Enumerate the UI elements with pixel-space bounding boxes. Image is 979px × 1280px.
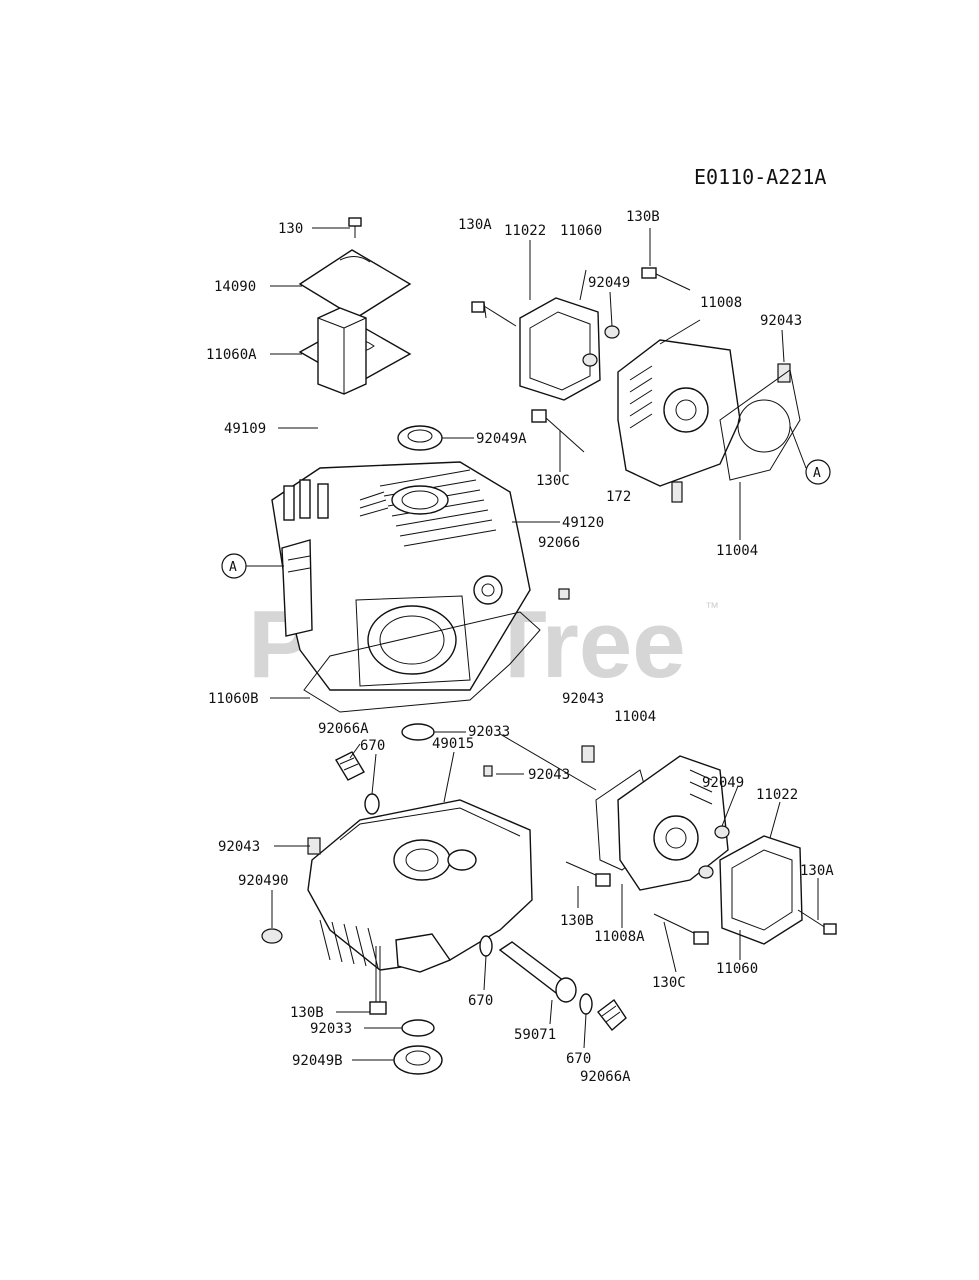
seal-92049-top-a bbox=[604, 325, 620, 339]
label-670-top: 670 bbox=[360, 738, 385, 754]
label-92066a-top: 92066A bbox=[318, 721, 369, 737]
label-92049a: 92049A bbox=[476, 431, 527, 447]
label-11004-center: 11004 bbox=[614, 709, 656, 725]
label-11060-top: 11060 bbox=[560, 223, 602, 239]
drain-plug-92066a-bottom bbox=[597, 998, 627, 1032]
rocker-cover-11022-top bbox=[519, 297, 601, 401]
label-130c-bottom: 130C bbox=[652, 975, 686, 991]
seal-92049-right-a bbox=[714, 825, 730, 839]
label-130: 130 bbox=[278, 221, 303, 237]
seal-92049-top-b bbox=[582, 353, 598, 367]
label-11060a: 11060A bbox=[206, 347, 257, 363]
label-130a-top: 130A bbox=[458, 217, 492, 233]
part-labels: 130 14090 11060A 49109 92049A 49120 9206… bbox=[206, 209, 834, 1085]
label-92043-mid: 92043 bbox=[528, 767, 570, 783]
label-59071: 59071 bbox=[514, 1027, 556, 1043]
label-130c-top: 130C bbox=[536, 473, 570, 489]
dowel-92043-center bbox=[581, 745, 595, 763]
label-14090: 14090 bbox=[214, 279, 256, 295]
oil-seal-92049b bbox=[393, 1045, 443, 1075]
o-ring-670-mid bbox=[479, 935, 493, 957]
diagram-code: E0110-A221A bbox=[694, 165, 826, 189]
leader-lines bbox=[246, 227, 819, 1061]
label-92043-center: 92043 bbox=[562, 691, 604, 707]
bolt-130c-bottom bbox=[653, 913, 709, 945]
label-92049-top: 92049 bbox=[588, 275, 630, 291]
cylinder-head-11008 bbox=[617, 339, 741, 487]
label-11060b: 11060B bbox=[208, 691, 259, 707]
seal-92049-right-b bbox=[698, 865, 714, 879]
label-92043-left: 92043 bbox=[218, 839, 260, 855]
label-11004-top: 11004 bbox=[716, 543, 758, 559]
o-ring-92033-bottom bbox=[401, 1019, 435, 1037]
label-49109: 49109 bbox=[224, 421, 266, 437]
bolt-130b-top bbox=[641, 267, 691, 291]
label-11022-top: 11022 bbox=[504, 223, 546, 239]
bolt-130c-top bbox=[531, 409, 585, 453]
gasket-11060b bbox=[303, 611, 541, 713]
label-11022-right: 11022 bbox=[756, 787, 798, 803]
bolt-130b-bottom bbox=[369, 946, 387, 1015]
reference-marker-left: A bbox=[221, 553, 247, 579]
bolt-130b-right bbox=[565, 861, 611, 887]
label-92066a-bottom: 92066A bbox=[580, 1069, 631, 1085]
label-11008: 11008 bbox=[700, 295, 742, 311]
label-92033-top: 92033 bbox=[468, 724, 510, 740]
breather-element-49109 bbox=[317, 307, 367, 395]
oil-seal-92049a bbox=[397, 425, 443, 451]
label-92033-bottom: 92033 bbox=[310, 1021, 352, 1037]
o-ring-670-top bbox=[364, 793, 380, 815]
crankcase-49120 bbox=[271, 461, 531, 691]
label-92049b: 92049B bbox=[292, 1053, 343, 1069]
crankcase-cover-49015 bbox=[307, 799, 533, 973]
pin-92066 bbox=[558, 588, 570, 600]
reference-marker-right: A bbox=[805, 459, 831, 485]
rocker-cover-11022-right bbox=[719, 835, 803, 945]
svg-text:A: A bbox=[813, 466, 821, 481]
bolt-130a-top bbox=[471, 301, 517, 327]
label-92043-topright: 92043 bbox=[760, 313, 802, 329]
label-11060-bottom: 11060 bbox=[716, 961, 758, 977]
bolt-130 bbox=[348, 217, 362, 238]
drain-plug-92066a-top bbox=[335, 751, 365, 781]
dowel-92043-topright bbox=[777, 363, 791, 383]
label-92049-right: 92049 bbox=[702, 775, 744, 791]
label-920490: 920490 bbox=[238, 873, 289, 889]
watermark-trademark: ™ bbox=[705, 599, 719, 615]
label-49015: 49015 bbox=[432, 736, 474, 752]
bolt-130a-right bbox=[797, 909, 837, 935]
label-92066: 92066 bbox=[538, 535, 580, 551]
label-130a-right: 130A bbox=[800, 863, 834, 879]
cylinder-head-11008a bbox=[617, 755, 729, 891]
stud-172 bbox=[671, 481, 683, 503]
label-49120: 49120 bbox=[562, 515, 604, 531]
label-670-mid: 670 bbox=[468, 993, 493, 1009]
cover-plate-14090 bbox=[298, 249, 412, 319]
label-130b-top: 130B bbox=[626, 209, 660, 225]
o-ring-92033-top bbox=[401, 723, 435, 741]
label-130b-right: 130B bbox=[560, 913, 594, 929]
label-670-bottom: 670 bbox=[566, 1051, 591, 1067]
label-11008a: 11008A bbox=[594, 929, 645, 945]
label-172: 172 bbox=[606, 489, 631, 505]
cap-920490 bbox=[261, 928, 283, 944]
o-ring-670-bottom bbox=[579, 993, 593, 1015]
dowel-92043-mid bbox=[483, 765, 493, 777]
label-130b-bottom: 130B bbox=[290, 1005, 324, 1021]
oil-filler-tube-59071 bbox=[498, 941, 577, 1003]
svg-text:A: A bbox=[229, 560, 237, 575]
